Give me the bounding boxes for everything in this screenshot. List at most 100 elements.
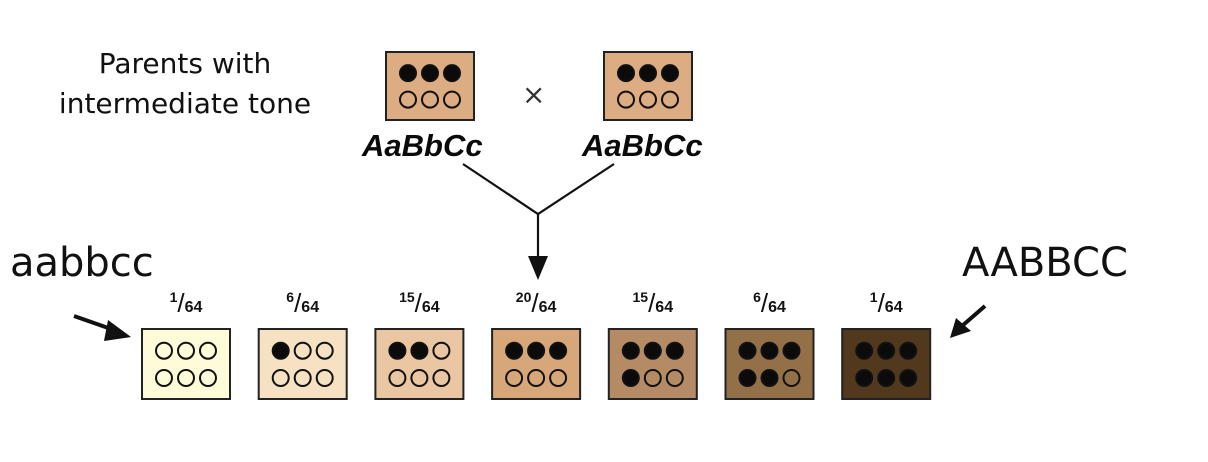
dark-allele-dot: [855, 341, 874, 360]
dark-allele-dot: [643, 341, 662, 360]
parents-caption-line-2: intermediate tone: [58, 87, 312, 120]
fraction-denominator: 64: [538, 299, 557, 316]
light-allele-dot: [527, 369, 546, 387]
dark-allele-dot: [527, 341, 546, 360]
fraction-denominator: 64: [301, 299, 320, 316]
light-allele-dot: [432, 369, 451, 387]
offspring-fraction-1: 1/64: [141, 288, 231, 319]
light-allele-dot: [315, 369, 334, 387]
light-allele-dot: [271, 369, 290, 387]
offspring-box-1-fill: [141, 328, 231, 400]
fraction-slash: /: [648, 288, 656, 318]
dark-allele-dot: [549, 341, 568, 360]
dark-allele-dot: [661, 64, 679, 83]
dark-allele-dot: [899, 341, 918, 360]
parent-box-right: [603, 51, 693, 121]
dark-allele-dot: [421, 64, 439, 83]
offspring-box-6-fill: [724, 328, 815, 400]
offspring-box-2: [257, 328, 348, 400]
parent-box-left: [385, 51, 475, 121]
light-allele-dot: [388, 369, 407, 387]
light-allele-dot: [432, 341, 451, 360]
dark-allele-dot: [877, 341, 896, 360]
label-aabbcc: aabbcc: [10, 240, 154, 286]
fraction-slash: /: [531, 288, 539, 318]
light-allele-dot: [293, 341, 312, 360]
cross-lines: [462, 163, 615, 216]
dark-allele-dot: [271, 341, 290, 360]
light-allele-dot: [505, 369, 524, 387]
light-allele-dot: [315, 341, 334, 360]
offspring-box-4: [491, 328, 582, 400]
offspring-box-3: [374, 328, 465, 400]
offspring-boxes: [141, 328, 932, 400]
dark-allele-dot: [760, 369, 779, 387]
fraction-slash: /: [760, 288, 769, 318]
offspring-fraction-5: 15/64: [608, 288, 698, 319]
offspring-fraction-2: 6/64: [258, 288, 348, 319]
arrow-right-head: [950, 318, 971, 338]
dark-allele-dot: [639, 64, 657, 83]
offspring-box-5: [607, 328, 698, 400]
light-allele-dot: [443, 90, 461, 109]
offspring-box-7-fill: [841, 328, 932, 400]
fraction-numerator: 15: [632, 289, 649, 305]
fraction-numerator: 6: [286, 289, 295, 305]
light-allele-dot: [293, 369, 312, 387]
fraction-numerator: 15: [399, 289, 415, 305]
offspring-box-1: [141, 328, 231, 400]
parent-box-right-fill: [603, 51, 693, 121]
fraction-denominator: 64: [884, 299, 903, 316]
arrow-left-head: [104, 320, 131, 341]
offspring-box-6: [724, 328, 815, 400]
light-allele-dot: [155, 369, 173, 387]
fraction-slash: /: [177, 288, 185, 318]
label-AABBCC: AABBCC: [962, 240, 1128, 286]
parent-genotype-left: AaBbCc: [362, 128, 483, 163]
light-allele-dot: [199, 341, 217, 360]
dark-allele-dot: [899, 369, 918, 387]
fraction-numerator: 1: [169, 289, 178, 305]
dark-allele-dot: [617, 64, 635, 83]
light-allele-dot: [410, 369, 429, 387]
light-allele-dot: [177, 341, 195, 360]
dark-allele-dot: [665, 341, 684, 360]
light-allele-dot: [617, 90, 635, 109]
dark-allele-dot: [782, 341, 801, 360]
dark-allele-dot: [410, 341, 429, 360]
dark-allele-dot: [388, 341, 407, 360]
parents-caption: Parents with intermediate tone: [40, 44, 330, 124]
fraction-slash: /: [414, 288, 422, 318]
dark-allele-dot: [855, 369, 874, 387]
fraction-numerator: 1: [869, 289, 878, 305]
light-allele-dot: [782, 369, 801, 387]
dark-allele-dot: [621, 369, 640, 387]
fraction-numerator: 6: [753, 289, 761, 305]
cross-arrowhead: [528, 256, 548, 280]
light-allele-dot: [177, 369, 195, 387]
dark-allele-dot: [621, 341, 640, 360]
light-allele-dot: [155, 341, 173, 360]
light-allele-dot: [421, 90, 439, 109]
light-allele-dot: [639, 90, 657, 109]
fraction-denominator: 64: [184, 299, 203, 316]
dark-allele-dot: [399, 64, 417, 83]
offspring-box-4-fill: [491, 328, 582, 400]
offspring-fraction-6: 6/64: [725, 288, 815, 319]
offspring-fraction-4: 20/64: [491, 288, 581, 319]
light-allele-dot: [665, 369, 684, 387]
offspring-box-5-fill: [607, 328, 698, 400]
parents-caption-line-1: Parents with: [98, 47, 272, 80]
offspring-box-3-fill: [374, 328, 465, 400]
dark-allele-dot: [738, 341, 757, 360]
dark-allele-dot: [505, 341, 524, 360]
light-allele-dot: [643, 369, 662, 387]
dark-allele-dot: [760, 341, 779, 360]
offspring-box-7: [841, 328, 932, 400]
dark-allele-dot: [738, 369, 757, 387]
offspring-fraction-7: 1/64: [841, 288, 931, 319]
parent-box-left-fill: [385, 51, 475, 121]
arrow-right-shaft: [960, 304, 987, 328]
dark-allele-dot: [443, 64, 461, 83]
fraction-denominator: 64: [421, 299, 440, 316]
